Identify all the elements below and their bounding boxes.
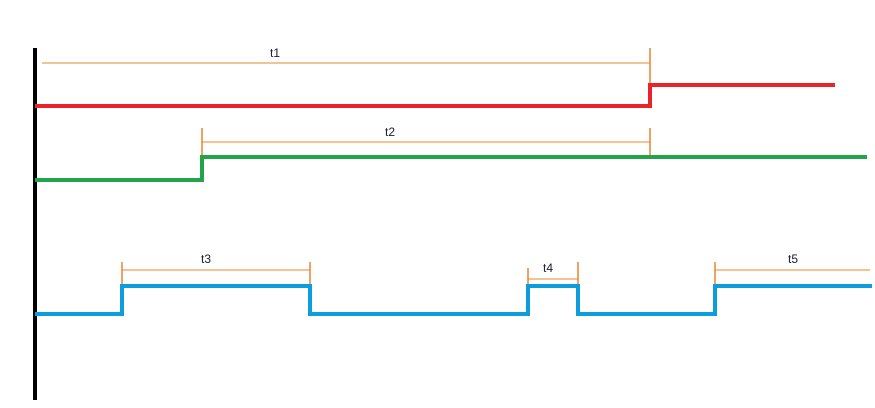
marker-t1-label: t1	[270, 46, 280, 60]
signal-green-waveform	[35, 155, 867, 182]
marker-t2-label: t2	[385, 125, 395, 139]
marker-t4-label: t4	[543, 261, 553, 275]
marker-t3-label: t3	[201, 252, 211, 266]
marker-t1: t1	[42, 46, 651, 106]
signal-blue-waveform	[35, 284, 872, 316]
marker-t2: t2	[201, 125, 651, 158]
marker-t3: t3	[121, 252, 311, 287]
marker-t5: t5	[714, 252, 870, 288]
signal-red-waveform	[35, 83, 835, 108]
marker-t4: t4	[527, 261, 579, 288]
marker-t5-label: t5	[788, 252, 798, 266]
